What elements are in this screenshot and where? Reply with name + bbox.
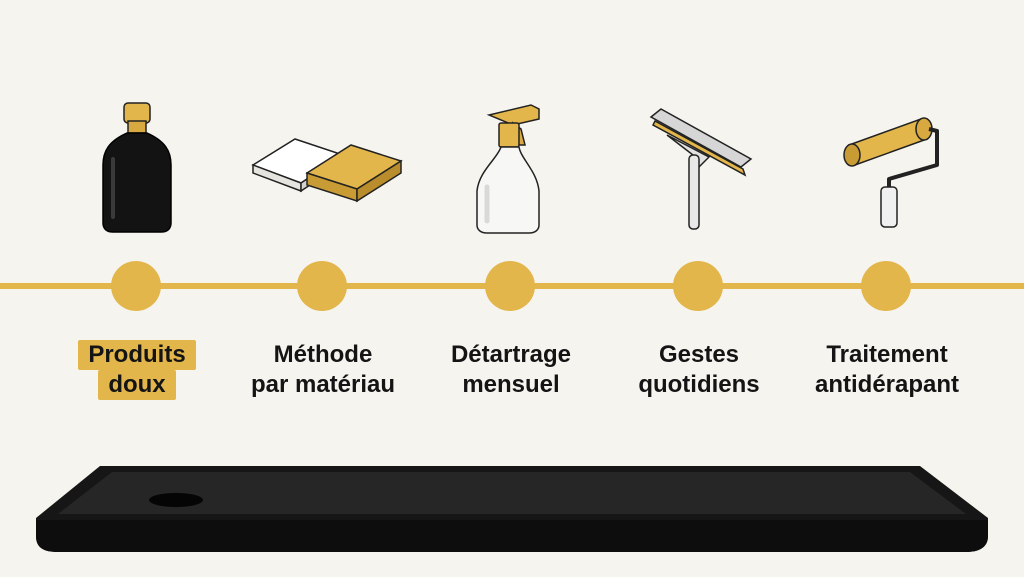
step-label-line2: doux [98, 370, 176, 400]
step-label-line2: antidérapant [814, 371, 960, 398]
paint-roller-icon [797, 95, 977, 235]
shower-tray [0, 440, 1024, 572]
sponge-icon [233, 95, 413, 235]
step-descaling[interactable]: Détartrage mensuel [421, 0, 601, 420]
spray-bottle-icon [421, 95, 601, 235]
step-label: Détartrage mensuel [421, 340, 601, 400]
step-label: Méthode par matériau [233, 340, 413, 400]
step-daily[interactable]: Gestes quotidiens [609, 0, 789, 420]
step-products[interactable]: Produits doux [47, 0, 227, 420]
bottle-icon [47, 95, 227, 235]
step-label-line1: Gestes [658, 341, 740, 368]
squeegee-icon [609, 95, 789, 235]
timeline-node[interactable] [673, 261, 723, 311]
timeline-node[interactable] [111, 261, 161, 311]
timeline-node[interactable] [485, 261, 535, 311]
step-label-line1: Produits [78, 340, 196, 370]
step-label-line2: par matériau [250, 371, 396, 398]
step-treatment[interactable]: Traitement antidérapant [797, 0, 977, 420]
step-label-line1: Méthode [273, 341, 373, 368]
step-label: Produits doux [47, 340, 227, 400]
step-label: Gestes quotidiens [609, 340, 789, 400]
step-label-line2: quotidiens [638, 371, 760, 398]
step-label-line1: Traitement [826, 341, 948, 368]
timeline-node[interactable] [297, 261, 347, 311]
step-method[interactable]: Méthode par matériau [233, 0, 413, 420]
step-label-line1: Détartrage [450, 341, 572, 368]
timeline-node[interactable] [861, 261, 911, 311]
step-label-line2: mensuel [462, 371, 560, 398]
step-label: Traitement antidérapant [797, 340, 977, 400]
